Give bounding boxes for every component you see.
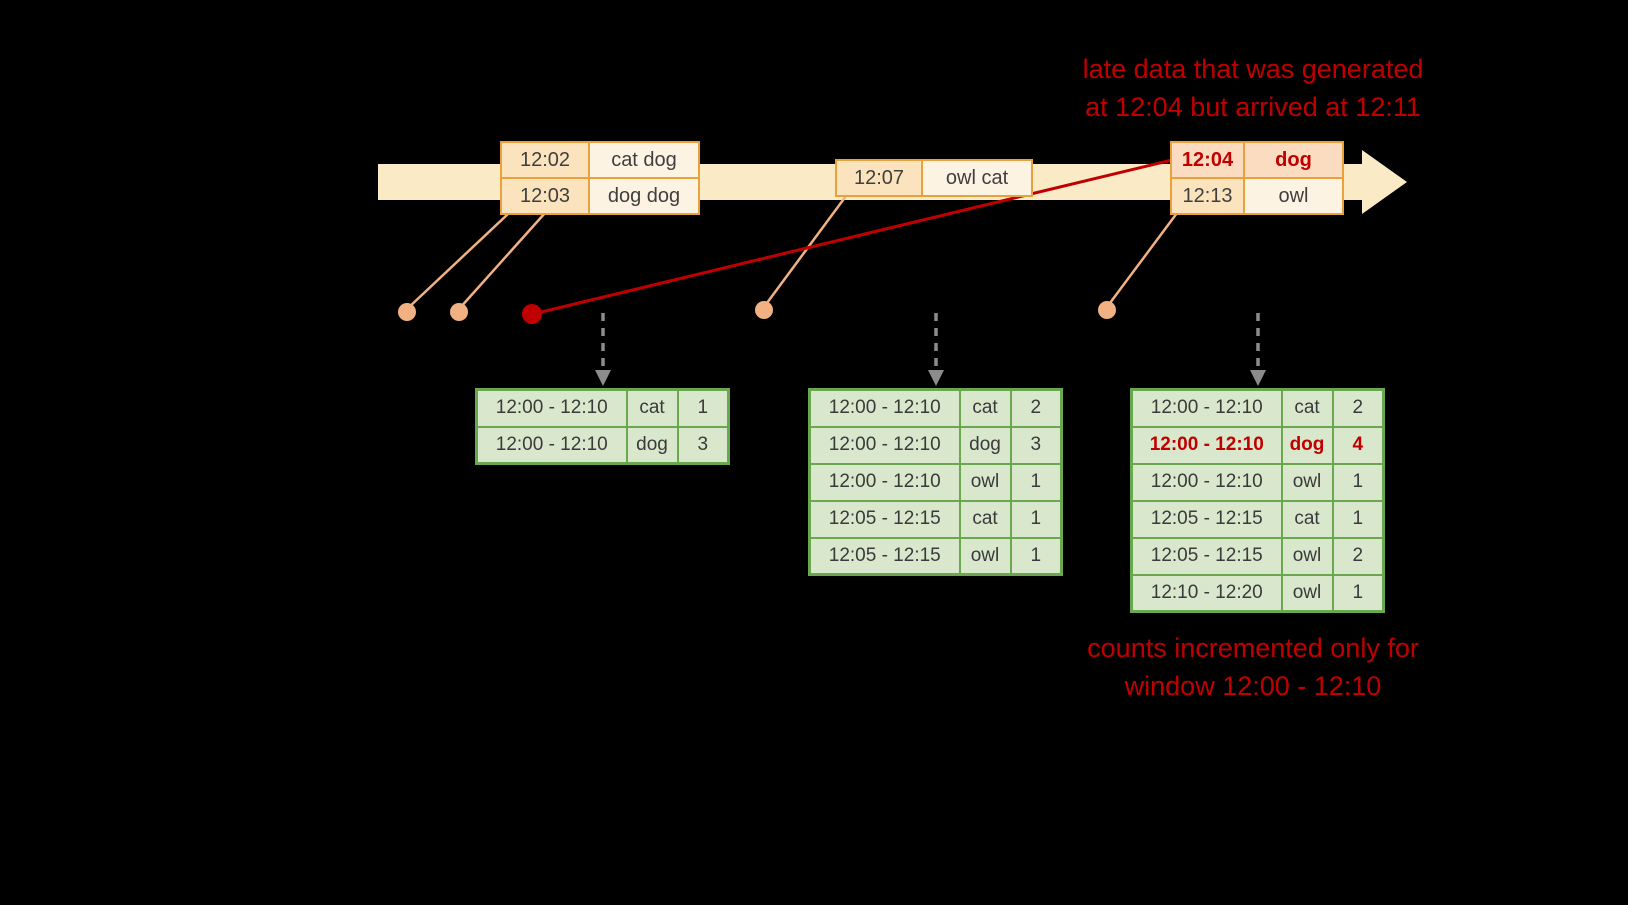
count-cell: 2: [1331, 388, 1385, 428]
event-time-cell: 12:03: [500, 177, 590, 215]
arrival-dot: [398, 303, 416, 321]
event-words-cell: cat dog: [588, 141, 700, 179]
event-box-3: 12:04 dog 12:13 owl: [1170, 141, 1344, 215]
dashed-arrow-head: [1250, 370, 1266, 386]
result-row: 12:00 - 12:10 cat 2: [808, 388, 1063, 428]
dashed-arrow-head: [928, 370, 944, 386]
result-row: 12:05 - 12:15 cat 1: [1130, 499, 1385, 539]
window-cell: 12:05 - 12:15: [808, 536, 961, 576]
window-cell: 12:05 - 12:15: [808, 499, 961, 539]
result-table-2: 12:00 - 12:10 cat 2 12:00 - 12:10 dog 3 …: [808, 388, 1063, 576]
result-row: 12:00 - 12:10 owl 1: [1130, 462, 1385, 502]
event-row: 12:03 dog dog: [500, 177, 700, 215]
late-data-connector-line: [532, 158, 1173, 316]
word-cell: cat: [1280, 499, 1334, 539]
word-cell: owl: [1280, 536, 1334, 576]
window-cell: 12:00 - 12:10: [1130, 462, 1283, 502]
late-data-annotation: late data that was generated at 12:04 bu…: [1018, 50, 1488, 126]
window-cell: 12:00 - 12:10: [808, 425, 961, 465]
counts-annotation-line1: counts incremented only for: [1087, 633, 1419, 663]
count-cell: 1: [1331, 573, 1385, 613]
event-words-cell: dog dog: [588, 177, 700, 215]
result-row: 12:00 - 12:10 cat 2: [1130, 388, 1385, 428]
word-cell: cat: [1280, 388, 1334, 428]
counts-annotation-line2: window 12:00 - 12:10: [1124, 671, 1382, 701]
result-row: 12:05 - 12:15 owl 1: [808, 536, 1063, 576]
result-row: 12:00 - 12:10 cat 1: [475, 388, 730, 428]
count-cell: 1: [1331, 499, 1385, 539]
event-box-1: 12:02 cat dog 12:03 dog dog: [500, 141, 700, 215]
event-time-cell: 12:04: [1170, 141, 1245, 179]
counts-incremented-annotation: counts incremented only for window 12:00…: [1018, 629, 1488, 705]
word-cell: owl: [1280, 462, 1334, 502]
count-cell: 1: [676, 388, 730, 428]
count-cell: 3: [1009, 425, 1063, 465]
event-time-cell: 12:02: [500, 141, 590, 179]
event-box-2: 12:07 owl cat: [835, 159, 1033, 197]
count-cell: 2: [1009, 388, 1063, 428]
event-time-cell: 12:13: [1170, 177, 1245, 215]
late-updated-result-row: 12:00 - 12:10 dog 4: [1130, 425, 1385, 465]
count-cell: 2: [1331, 536, 1385, 576]
result-row: 12:00 - 12:10 dog 3: [808, 425, 1063, 465]
late-data-annotation-line2: at 12:04 but arrived at 12:11: [1085, 92, 1421, 122]
window-cell: 12:00 - 12:10: [1130, 425, 1283, 465]
event-row: 12:13 owl: [1170, 177, 1344, 215]
connector-line: [458, 212, 546, 310]
word-cell: dog: [958, 425, 1012, 465]
window-cell: 12:05 - 12:15: [1130, 536, 1283, 576]
dashed-arrow-head: [595, 370, 611, 386]
connector-line: [762, 195, 848, 308]
late-event-row: 12:04 dog: [1170, 141, 1344, 179]
count-cell: 1: [1009, 499, 1063, 539]
window-cell: 12:00 - 12:10: [475, 388, 628, 428]
event-words-cell: owl: [1243, 177, 1344, 215]
result-table-1: 12:00 - 12:10 cat 1 12:00 - 12:10 dog 3: [475, 388, 730, 465]
window-cell: 12:10 - 12:20: [1130, 573, 1283, 613]
event-row: 12:07 owl cat: [835, 159, 1033, 197]
arrival-dot: [450, 303, 468, 321]
arrival-dot: [1098, 301, 1116, 319]
count-cell: 1: [1009, 462, 1063, 502]
result-row: 12:00 - 12:10 owl 1: [808, 462, 1063, 502]
word-cell: owl: [958, 462, 1012, 502]
late-data-annotation-line1: late data that was generated: [1082, 54, 1424, 84]
arrival-dot: [755, 301, 773, 319]
result-row: 12:10 - 12:20 owl 1: [1130, 573, 1385, 613]
window-cell: 12:00 - 12:10: [1130, 388, 1283, 428]
late-arrival-dot: [522, 304, 542, 324]
window-cell: 12:00 - 12:10: [808, 462, 961, 502]
word-cell: dog: [625, 425, 679, 465]
word-cell: cat: [625, 388, 679, 428]
connector-line: [406, 212, 510, 310]
word-cell: cat: [958, 499, 1012, 539]
word-cell: owl: [958, 536, 1012, 576]
count-cell: 4: [1331, 425, 1385, 465]
window-cell: 12:05 - 12:15: [1130, 499, 1283, 539]
result-row: 12:05 - 12:15 cat 1: [808, 499, 1063, 539]
count-cell: 1: [1331, 462, 1385, 502]
event-words-cell: owl cat: [921, 159, 1033, 197]
event-row: 12:02 cat dog: [500, 141, 700, 179]
event-time-cell: 12:07: [835, 159, 923, 197]
result-row: 12:05 - 12:15 owl 2: [1130, 536, 1385, 576]
event-words-cell: dog: [1243, 141, 1344, 179]
connector-line: [1105, 212, 1179, 308]
window-cell: 12:00 - 12:10: [475, 425, 628, 465]
word-cell: owl: [1280, 573, 1334, 613]
word-cell: cat: [958, 388, 1012, 428]
result-table-3: 12:00 - 12:10 cat 2 12:00 - 12:10 dog 4 …: [1130, 388, 1385, 613]
window-cell: 12:00 - 12:10: [808, 388, 961, 428]
count-cell: 1: [1009, 536, 1063, 576]
word-cell: dog: [1280, 425, 1334, 465]
count-cell: 3: [676, 425, 730, 465]
result-row: 12:00 - 12:10 dog 3: [475, 425, 730, 465]
